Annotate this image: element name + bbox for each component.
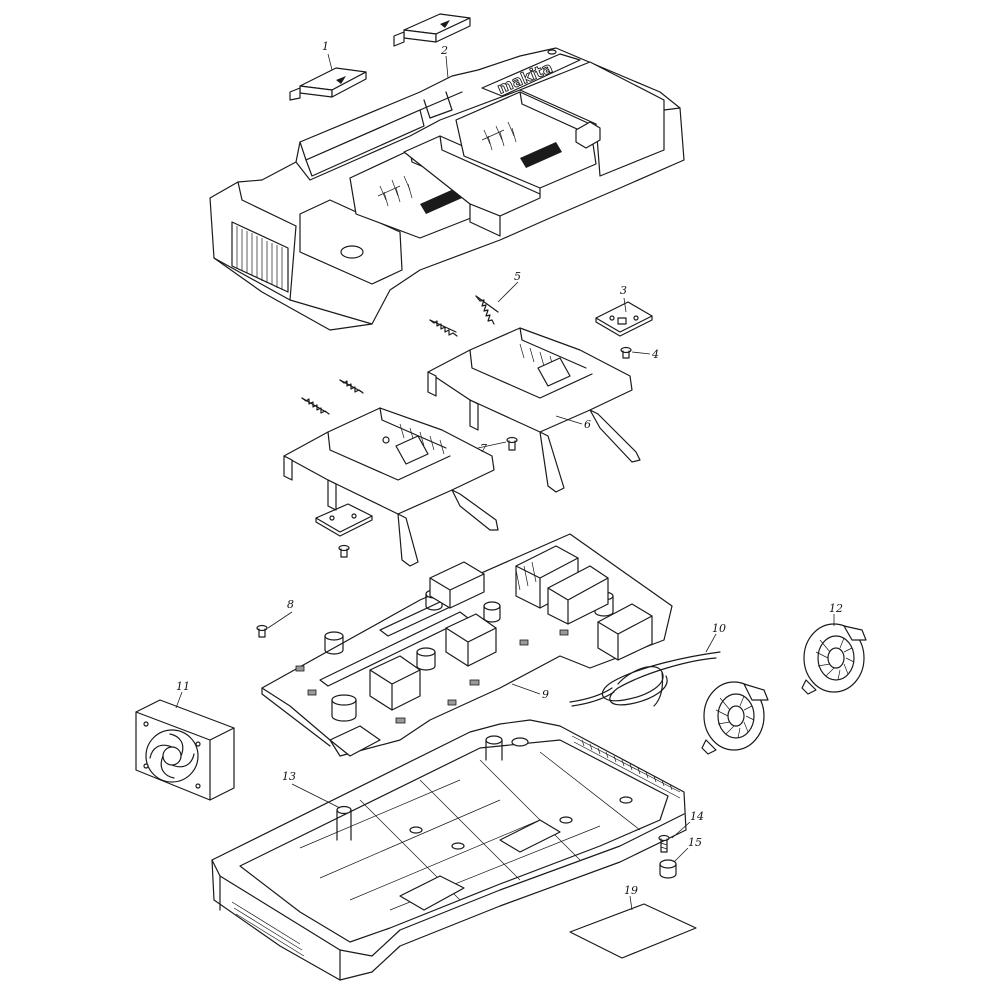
- label-part-5: 5: [514, 270, 521, 283]
- label-part-7: 7: [480, 442, 487, 455]
- part-4-screw-lower: [338, 544, 350, 558]
- leader-lines: [175, 53, 835, 911]
- part-13-bottom-housing: [211, 719, 687, 981]
- part-8-screw: [256, 624, 268, 638]
- part-14-screw: [658, 834, 670, 853]
- label-part-9: 9: [542, 688, 549, 701]
- part-7-screw: [506, 436, 518, 451]
- part-3-plate-lower: [315, 503, 373, 537]
- label-part-4: 4: [651, 348, 659, 361]
- part-1-latch-clip: [289, 67, 367, 101]
- part-10-wire-harness: [569, 651, 721, 707]
- part-4-screw: [620, 346, 632, 359]
- label-part-8: 8: [287, 598, 294, 611]
- part-9-circuit-board: [261, 533, 673, 757]
- part-12-blower-fan-left: [701, 681, 769, 755]
- part-number-labels: 1 2 3 4 5 6 7 8 9 10 12 11 13 14 15 19: [176, 40, 843, 897]
- label-part-12: 12: [829, 602, 843, 615]
- part-12-blower-fan-right: [801, 623, 867, 695]
- label-part-10: 10: [712, 622, 726, 635]
- label-part-15: 15: [688, 836, 702, 849]
- label-part-1: 1: [322, 40, 329, 53]
- label-part-13: 13: [282, 770, 296, 783]
- label-part-6: 6: [584, 418, 591, 431]
- part-6-battery-holder-right: [427, 327, 641, 493]
- part-5-springs: [301, 295, 499, 415]
- part-11-square-fan: [135, 699, 235, 801]
- label-part-3: 3: [620, 284, 627, 297]
- label-part-19: 19: [624, 884, 638, 897]
- part-2-latch-clip: [393, 13, 471, 47]
- vent-grille: [236, 226, 283, 290]
- label-part-14: 14: [690, 810, 704, 823]
- part-3-plate: [595, 301, 653, 337]
- label-part-2: 2: [440, 44, 448, 57]
- part-19-label-sheet: [569, 903, 697, 959]
- label-part-11: 11: [176, 680, 190, 693]
- part-15-rubber-foot: [659, 859, 677, 879]
- part-6-battery-holder-left: [283, 407, 499, 567]
- top-housing: makita: [209, 47, 685, 331]
